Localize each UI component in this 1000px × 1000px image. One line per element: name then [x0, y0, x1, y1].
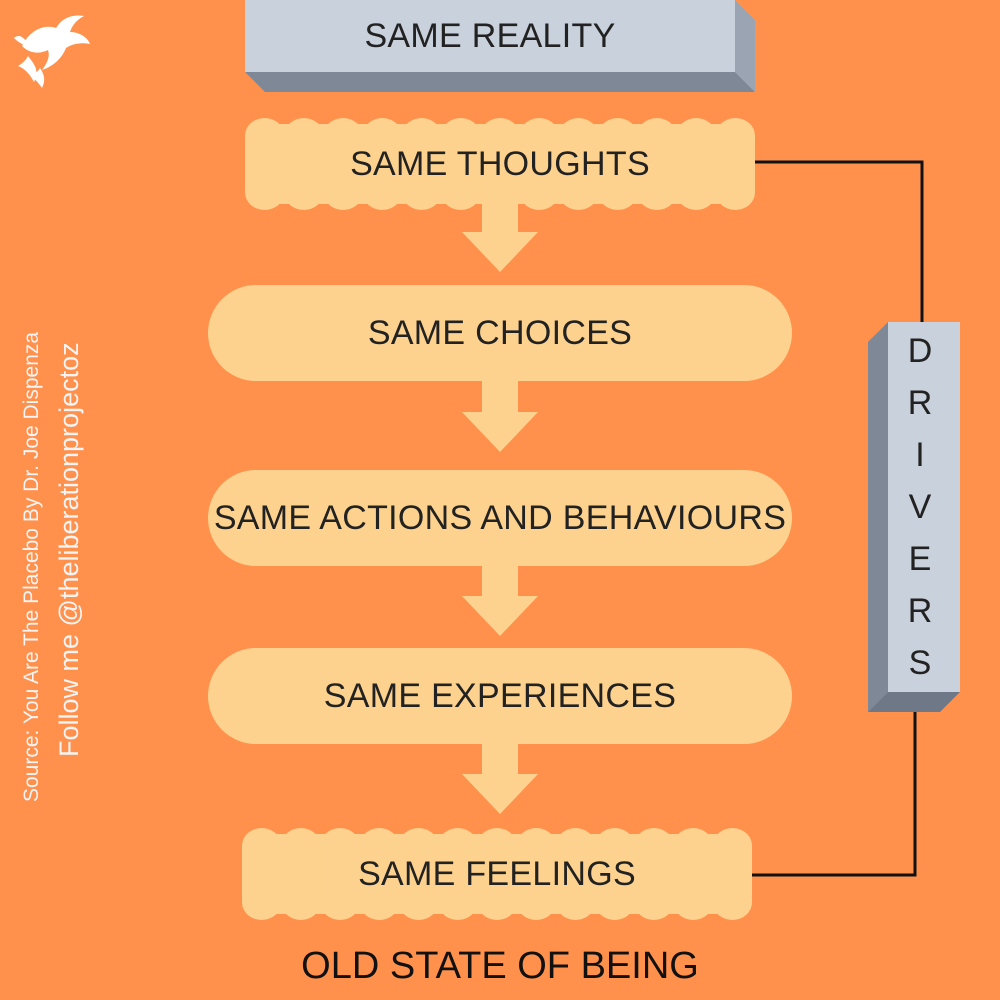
same-choices-shape: [208, 285, 792, 381]
drivers-letter: R: [907, 592, 933, 630]
same-feelings-shape: [242, 828, 752, 920]
arrow-4: [462, 742, 538, 814]
same-choices-label: SAME CHOICES: [367, 313, 633, 352]
follow-handle: Follow me @theliberationprojectoz: [54, 342, 84, 757]
arrow-2: [462, 378, 538, 452]
connector-bottom: [752, 712, 917, 877]
drivers-letter: V: [908, 488, 932, 526]
drivers-box: [868, 322, 960, 712]
same-actions-label: SAME ACTIONS AND BEHAVIOURS: [213, 498, 787, 537]
drivers-letter: I: [915, 436, 925, 474]
arrow-3: [462, 564, 538, 636]
flow-arrows: [462, 200, 538, 814]
same-thoughts-shape: [245, 118, 755, 210]
same-actions-shape: [208, 470, 792, 566]
same-feelings-label: SAME FEELINGS: [358, 854, 636, 893]
same-reality-box: [245, 0, 755, 92]
footer-title: OLD STATE OF BEING: [301, 945, 699, 987]
connector-top: [755, 160, 924, 322]
dove-logo-icon: [14, 15, 90, 88]
same-experiences-label: SAME EXPERIENCES: [323, 676, 677, 715]
same-reality-label: SAME REALITY: [364, 16, 616, 55]
drivers-letter: D: [907, 332, 933, 370]
drivers-letter: R: [907, 384, 933, 422]
same-experiences-shape: [208, 648, 792, 744]
same-thoughts-label: SAME THOUGHTS: [350, 144, 650, 183]
drivers-letter: E: [908, 540, 932, 578]
drivers-letter: S: [908, 644, 932, 682]
source-credit: Source: You Are The Placebo By Dr. Joe D…: [20, 331, 43, 802]
arrow-1: [462, 200, 538, 272]
connector-lines: [752, 160, 924, 877]
